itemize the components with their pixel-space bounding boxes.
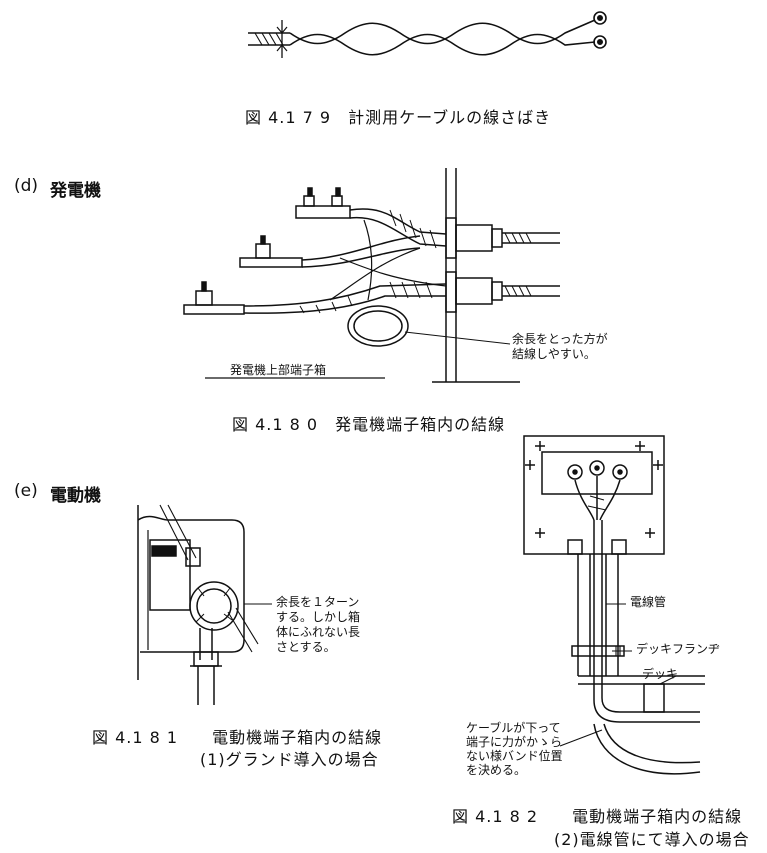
- section-d-title: 発電機: [50, 181, 101, 201]
- fig180-box-label: 発電機上部端子箱: [230, 363, 327, 377]
- fig182-label-deck: デッキ: [642, 667, 679, 681]
- fig180-caption: 図 4.1 8 0 発電機端子箱内の結線: [232, 415, 506, 434]
- fig182-note-line3: ない様バンド位置: [466, 749, 563, 763]
- fig181-caption-line2: (1)グランド導入の場合: [200, 750, 379, 769]
- fig181-caption-line1: 図 4.1 8 1 電動機端子箱内の結線: [92, 728, 383, 747]
- fig182-label-flange: デッキフランヂ: [636, 642, 721, 656]
- fig181-note-line3: 体にふれない長: [276, 625, 361, 639]
- fig182-note-line4: を決める。: [466, 763, 527, 777]
- section-e-marker: (e): [14, 481, 38, 501]
- fig180-note-line1: 余長をとった方が: [512, 332, 608, 346]
- fig181-note-line2: する。しかし箱: [276, 610, 361, 624]
- fig182-note-line1: ケーブルが下って: [466, 721, 561, 735]
- section-d-marker: (d): [14, 176, 39, 196]
- fig182-note-line2: 端子に力がかゝら: [466, 735, 563, 749]
- fig179-caption: 図 4.1 7 9 計測用ケーブルの線さばき: [245, 108, 552, 127]
- fig182-caption-line2: (2)電線管にて導入の場合: [554, 830, 750, 849]
- fig180-note-line2: 結線しやすい。: [512, 347, 596, 361]
- fig181-note-line4: さとする。: [276, 640, 336, 654]
- section-e-title: 電動機: [50, 486, 101, 506]
- fig181-note-line1: 余長を１ターン: [276, 595, 360, 609]
- fig182-label-conduit: 電線管: [630, 595, 667, 609]
- fig182-caption-line1: 図 4.1 8 2 電動機端子箱内の結線: [452, 807, 743, 826]
